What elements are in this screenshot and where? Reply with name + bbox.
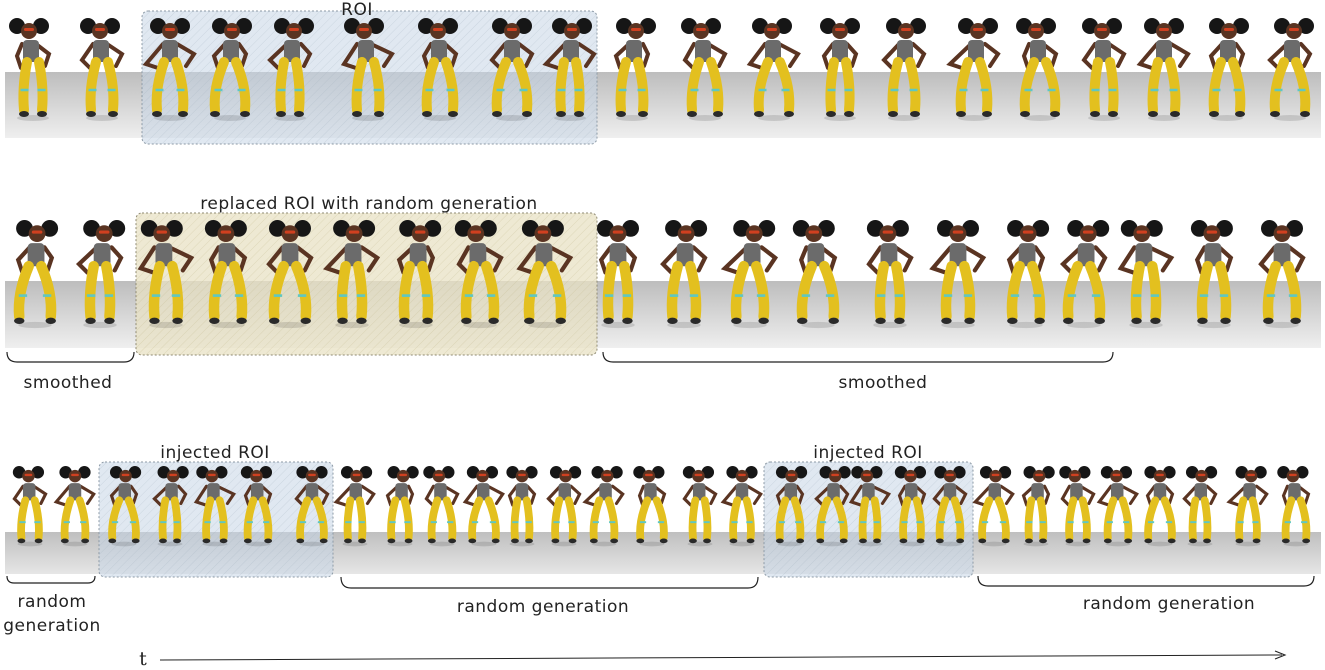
dancers-row-1 (9, 18, 1314, 121)
dancer-figure-icon (1096, 466, 1139, 547)
bracket-label-random-line1: random (18, 592, 87, 612)
dancer-figure-icon (1258, 220, 1306, 329)
dancer-figure-icon (613, 18, 656, 121)
dancer-figure-icon (9, 18, 52, 121)
dancer-figure-icon (929, 220, 987, 329)
dancers-row-3 (12, 466, 1311, 547)
dancer-figure-icon (881, 18, 927, 121)
bracket-label-random-right: random generation (1083, 594, 1255, 614)
dancer-figure-icon (1182, 466, 1218, 547)
dancer-figure-icon (209, 18, 252, 121)
dancer-figure-icon (506, 466, 538, 547)
dancer-figure-icon (294, 466, 330, 547)
dancer-figure-icon (1059, 220, 1110, 329)
dancer-figure-icon (396, 220, 442, 329)
bracket-label-random-line2: generation (3, 616, 100, 636)
dancer-figure-icon (137, 220, 195, 329)
dancer-figure-icon (792, 220, 840, 329)
dancer-figure-icon (53, 466, 96, 547)
dancer-figure-icon (682, 466, 718, 547)
roi-label: ROI (341, 0, 373, 20)
dancer-figure-icon (746, 18, 801, 121)
dancer-figure-icon (454, 220, 504, 329)
time-axis: t (139, 648, 1287, 670)
dancer-figure-icon (142, 18, 197, 121)
dancer-figure-icon (546, 466, 582, 547)
dancer-figure-icon (720, 466, 763, 547)
dancer-figure-icon (848, 466, 892, 547)
bracket-label-smoothed-right: smoothed (839, 373, 928, 393)
bracket-label-smoothed-left: smoothed (24, 373, 113, 393)
dancer-figure-icon (972, 466, 1015, 547)
dancer-figure-icon (1136, 18, 1191, 121)
time-axis-arrowhead-icon (1274, 650, 1287, 660)
dancer-figure-icon (1006, 220, 1050, 329)
dancer-figure-icon (1208, 18, 1249, 121)
dancer-figure-icon (1016, 18, 1061, 121)
dancer-figure-icon (13, 220, 59, 329)
row-1: ROI (5, 0, 1321, 145)
dancer-figure-icon (266, 220, 314, 329)
dancer-figure-icon (946, 18, 1001, 121)
bracket-random-generation-middle (340, 576, 759, 589)
dancer-figure-icon (204, 220, 248, 329)
dancer-figure-icon (542, 18, 597, 121)
dancer-figure-icon (333, 466, 376, 547)
dancer-figure-icon (79, 18, 125, 121)
dancer-figure-icon (1081, 18, 1127, 121)
dancer-figure-icon (775, 466, 808, 547)
dancer-figure-icon (814, 466, 851, 547)
injected-roi-label-1: injected ROI (160, 443, 270, 463)
dancer-figure-icon (385, 466, 419, 547)
dancer-figure-icon (1190, 220, 1234, 329)
row-3: injected ROI injected ROI random generat… (3, 443, 1321, 636)
bracket-smoothed-left (6, 351, 135, 363)
dancer-figure-icon (516, 220, 574, 329)
dancer-figure-icon (1117, 220, 1175, 329)
dancer-figure-icon (240, 466, 273, 547)
dancer-figure-icon (932, 466, 968, 547)
dancer-figure-icon (418, 18, 459, 121)
dancer-figure-icon (1226, 466, 1269, 547)
bracket-smoothed-right (602, 351, 1114, 363)
time-axis-label: t (139, 648, 147, 670)
dancer-figure-icon (866, 220, 914, 329)
dancer-figure-icon (1267, 18, 1314, 121)
dancer-figure-icon (1277, 466, 1311, 547)
dancers-row-2 (13, 220, 1306, 329)
dancer-figure-icon (720, 220, 779, 329)
dancer-figure-icon (894, 466, 927, 547)
dancer-figure-icon (12, 466, 48, 547)
dancer-figure-icon (1021, 466, 1055, 547)
injected-roi-hatch-1 (99, 462, 333, 577)
dancer-figure-icon (1059, 466, 1096, 547)
dancer-figure-icon (152, 466, 189, 547)
bracket-label-random-middle: random generation (457, 597, 629, 617)
dancer-figure-icon (323, 220, 381, 329)
dancer-figure-icon (462, 466, 505, 547)
dancer-figure-icon (267, 18, 314, 121)
dancer-figure-icon (681, 18, 728, 121)
bracket-random-generation-left (6, 575, 96, 584)
dancer-figure-icon (582, 466, 625, 547)
dancer-figure-icon (423, 466, 460, 547)
dancer-figure-icon (340, 18, 395, 121)
replaced-roi-label: replaced ROI with random generation (200, 194, 537, 214)
dancer-figure-icon (489, 18, 535, 121)
dancer-figure-icon (633, 466, 668, 547)
dancer-figure-icon (75, 220, 126, 329)
injected-roi-label-2: injected ROI (813, 443, 923, 463)
dancer-figure-icon (597, 220, 639, 329)
dancer-figure-icon (820, 18, 860, 121)
bracket-random-generation-right (977, 575, 1315, 587)
time-axis-line (159, 654, 1283, 661)
dancer-figure-icon (108, 466, 142, 547)
dancer-figure-icon (1144, 466, 1176, 547)
row-2: replaced ROI with random generation smoo… (5, 194, 1321, 393)
dancer-figure-icon (660, 220, 708, 329)
dancer-figure-icon (193, 466, 237, 547)
roi-hatch (142, 11, 597, 144)
